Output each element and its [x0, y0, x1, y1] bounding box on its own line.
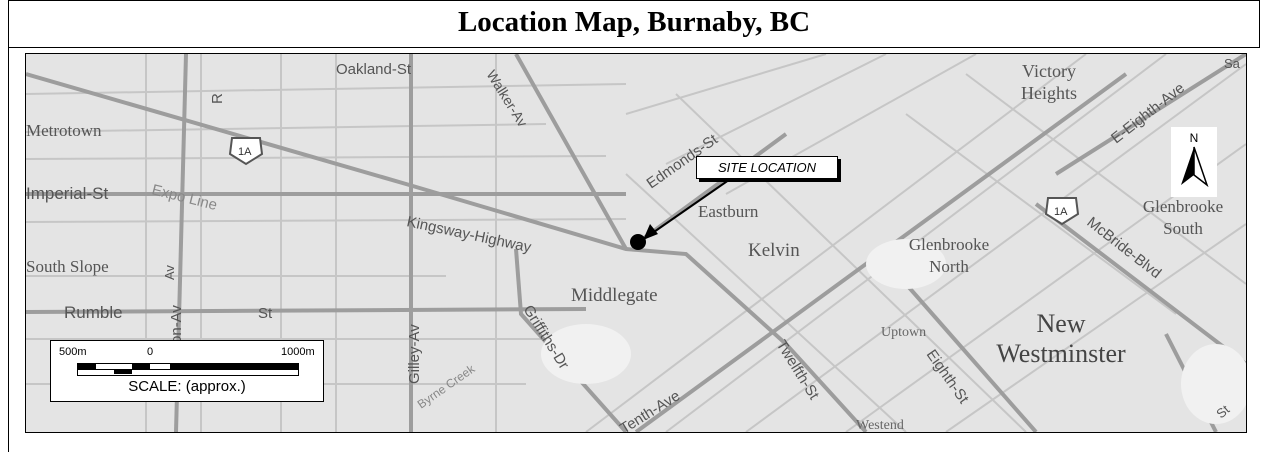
road-label-walker: Walker-Av [483, 67, 530, 130]
kingsway-road [26, 72, 868, 432]
frame-right-border [1259, 0, 1260, 48]
rumble-road [26, 307, 587, 314]
frame-left-border [8, 0, 9, 452]
area-label-eastburn: Eastburn [698, 202, 759, 221]
north-label: N [1189, 131, 1199, 145]
area-label-glenbrooke-south: Glenbrooke South [1142, 197, 1224, 238]
highway-label-1a-east: 1A [1054, 206, 1068, 218]
road-label-oakland: Oakland-St [336, 61, 412, 78]
eighth-road [904, 282, 1038, 432]
e-eighth-road [1054, 54, 1246, 176]
scale-bar-box: 500m 0 1000m SCALE: (approx.) [50, 340, 324, 402]
area-label-uptown: Uptown [881, 325, 926, 340]
road-label-st: St [258, 305, 273, 322]
area-label-metrotown: Metrotown [26, 121, 102, 140]
area-label-south-slope: South Slope [26, 257, 109, 276]
edmonds-road [634, 132, 788, 246]
scale-bar [77, 363, 299, 376]
griffiths-road [514, 248, 628, 432]
park-areas [541, 239, 1246, 424]
area-label-kelvin: Kelvin [748, 240, 800, 261]
north-arrow: N [1171, 127, 1217, 197]
scale-tick-0: 0 [147, 346, 154, 358]
road-label-left-av: Av [162, 265, 177, 280]
highway-shields [228, 137, 1080, 226]
site-pointer-arrow [643, 224, 658, 240]
site-marker[interactable] [630, 234, 646, 250]
road-label-sa: Sa [1224, 56, 1241, 71]
road-label-gilley: Gilley-Av [406, 324, 423, 384]
scale-tick-1000m: 1000m [281, 346, 315, 358]
mcbride-road [1034, 202, 1246, 366]
creek-label: Byrne Creek [415, 361, 478, 411]
area-label-glenbrooke-north: Glenbrooke North [908, 235, 990, 276]
scale-caption: SCALE: (approx.) [128, 378, 246, 395]
site-pointer-line [650, 174, 737, 235]
north-arrow-icon [1181, 146, 1209, 188]
walker-road [514, 54, 628, 250]
site-location-label: SITE LOCATION [696, 156, 838, 179]
scale-tick-500m: 500m [59, 346, 87, 358]
area-label-victory-heights: Victory Heights [1021, 61, 1077, 103]
road-label-imperial: Imperial-St [26, 184, 108, 203]
highway-label-1a-west: 1A [238, 146, 252, 158]
title-divider [8, 47, 1260, 48]
area-label-middlegate: Middlegate [571, 285, 658, 306]
area-label-westend: Westend [856, 418, 904, 432]
road-label-rumble: Rumble [64, 303, 123, 322]
road-label-r-partial: R [209, 93, 226, 104]
area-label-new-westminster: New Westminster [996, 309, 1126, 368]
frame-top-border [8, 0, 1260, 1]
page-title: Location Map, Burnaby, BC [457, 6, 811, 38]
